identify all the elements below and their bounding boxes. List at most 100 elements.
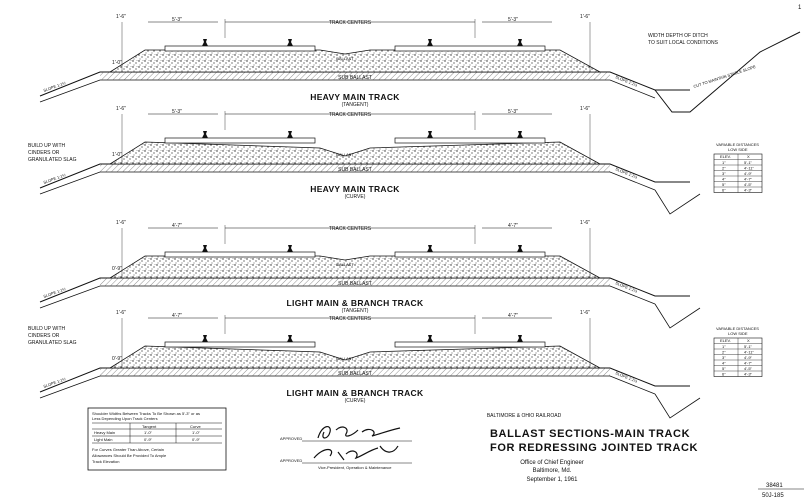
tie-right: [394, 341, 546, 348]
track-centers-label: TRACK CENTERS: [329, 112, 372, 118]
table-cell-x: 4'-11": [744, 165, 754, 170]
notes-footer-1: For Curves Greater Than Above, Certain: [92, 447, 164, 452]
ballast-label: BALLAST: [336, 262, 354, 267]
section-title: LIGHT MAIN & BRANCH TRACK: [287, 388, 424, 398]
rail-2: [287, 131, 293, 138]
slope-label-right: SLOPE 1:1½: [615, 74, 639, 88]
section-title: HEAVY MAIN TRACK: [310, 92, 400, 102]
slope-label-right: SLOPE 1:1½: [615, 166, 639, 180]
track-section-2: TRACK CENTERS5'-3"5'-3"1'-6"1'-6"1'-0"BA…: [39, 106, 701, 215]
edge-dim-left: 1'-6": [116, 106, 126, 112]
table-heading-1: VARIABLE DISTANCES: [716, 142, 759, 147]
rail-4: [517, 131, 523, 138]
slope-label-right: SLOPE 1:1½: [615, 370, 639, 384]
buildup-note-lower: BUILD UP WITH CINDERS OR GRANULATED SLAG: [28, 326, 77, 346]
section-subtitle: (TANGENT): [342, 102, 369, 108]
rail-4: [517, 245, 523, 252]
table-cell-x: 4'-3": [744, 371, 753, 376]
rail-2: [287, 335, 293, 342]
track-section-1: TRACK CENTERS5'-3"5'-3"1'-6"1'-6"1'-0"BA…: [39, 14, 801, 113]
table-col-elev: ELEV.: [720, 154, 731, 159]
rail-3: [427, 245, 433, 252]
signature-2: [313, 445, 399, 461]
table-heading-2: LOW SIDE: [728, 147, 748, 152]
sub-ballast-label: SUB BALLAST: [338, 281, 372, 287]
rail-4: [517, 335, 523, 342]
rail-3: [427, 131, 433, 138]
tie-right: [394, 251, 546, 258]
edge-dim-right: 1'-6": [580, 310, 590, 316]
buildup-note-upper: BUILD UP WITH CINDERS OR GRANULATED SLAG: [28, 143, 77, 163]
table-cell-elev: 5": [722, 182, 726, 187]
shoulder-dim-left: 4'-7": [172, 223, 182, 229]
rail-1: [202, 131, 208, 138]
table-cell-elev: 3": [722, 355, 726, 360]
edge-dim-right: 1'-6": [580, 14, 590, 20]
issue-date: September 1, 1961: [526, 477, 578, 483]
approval-block: APPROVED APPROVED Vice-President, Operat…: [280, 426, 412, 470]
ballast-label: BALLAST: [336, 56, 354, 61]
shoulder-dim-right: 4'-7": [508, 223, 518, 229]
track-section-3: TRACK CENTERS 4'-7" 4'-7" 1'-6" 1'-6" 0'-9" BA…: [39, 220, 701, 329]
slope-label-right: SLOPE 1:1½: [615, 280, 639, 294]
shoulder-dim-right: 5'-3": [508, 109, 518, 115]
slope-profile: [654, 303, 701, 329]
ballast-depth-dim: 1'-0": [112, 152, 122, 158]
track-centers-label: TRACK CENTERS: [329, 226, 372, 232]
notes-row-1-tangent: 1'-0": [144, 430, 153, 435]
buildup-note-line-1: BUILD UP WITH: [28, 326, 66, 332]
ballast-depth-dim: 1'-0": [112, 60, 122, 66]
table-cell-x: 4'-9": [744, 355, 753, 360]
sheet-reference: 50J-185: [762, 493, 784, 499]
ballast-prism: [108, 345, 601, 369]
ditch-note-line-1: WIDTH DEPTH OF DITCH: [648, 33, 708, 39]
buildup-note-line-3: GRANULATED SLAG: [28, 340, 77, 346]
notes-row-1-curve: 1'-0": [192, 430, 201, 435]
shoulder-dim-left: 4'-7": [172, 313, 182, 319]
title-line-2: FOR REDRESSING JOINTED TRACK: [490, 442, 698, 454]
shoulder-dim-left: 5'-3": [172, 17, 182, 23]
notes-header-tangent: Tangent: [142, 424, 157, 429]
sheet-number: 1: [798, 5, 802, 11]
rail-1: [202, 245, 208, 252]
title-block: BALTIMORE & OHIO RAILROAD BALLAST SECTIO…: [487, 413, 804, 499]
slope-profile: [654, 189, 701, 215]
buildup-note-line-1: BUILD UP WITH: [28, 143, 66, 149]
table-col-x: X: [747, 338, 750, 343]
tie-left: [164, 137, 316, 144]
table-cell-elev: 2": [722, 349, 726, 354]
railroad-name: BALTIMORE & OHIO RAILROAD: [487, 413, 562, 419]
tie-right: [394, 45, 546, 52]
sub-ballast-layer: [100, 164, 610, 172]
edge-dim-left: 1'-6": [116, 14, 126, 20]
section-subtitle: (CURVE): [345, 398, 366, 404]
edge-dim-right: 1'-6": [580, 106, 590, 112]
drawing-number: 38481: [766, 483, 783, 489]
table-cell-elev: 4": [722, 176, 726, 181]
approved-label-2: APPROVED: [280, 458, 302, 463]
table-cell-x: 4'-7": [744, 360, 753, 365]
buildup-note-line-2: CINDERS OR: [28, 150, 60, 156]
table-cell-x: 4'-5": [744, 182, 753, 187]
edge-dim-left: 1'-6": [116, 220, 126, 226]
slope-profile: [654, 393, 701, 419]
table-cell-x: 5'-1": [744, 160, 753, 165]
title-line-1: BALLAST SECTIONS-MAIN TRACK: [490, 428, 690, 440]
shoulder-dim-left: 5'-3": [172, 109, 182, 115]
rail-1: [202, 335, 208, 342]
notes-row-1-label: Heavy Main: [94, 430, 115, 435]
notes-header-curve: Curve: [190, 424, 201, 429]
ballast-depth-dim: 0'-9": [112, 266, 122, 272]
ballast-prism: [108, 255, 601, 279]
table-cell-elev: 6": [722, 371, 726, 376]
table-cell-x: 4'-3": [744, 187, 753, 192]
rail-3: [427, 39, 433, 46]
ballast-prism: [108, 141, 601, 165]
table-cell-x: 4'-11": [744, 349, 754, 354]
table-cell-x: 5'-1": [744, 344, 753, 349]
ballast-prism: [108, 49, 601, 73]
edge-dim-left: 1'-6": [116, 310, 126, 316]
rail-2: [287, 39, 293, 46]
